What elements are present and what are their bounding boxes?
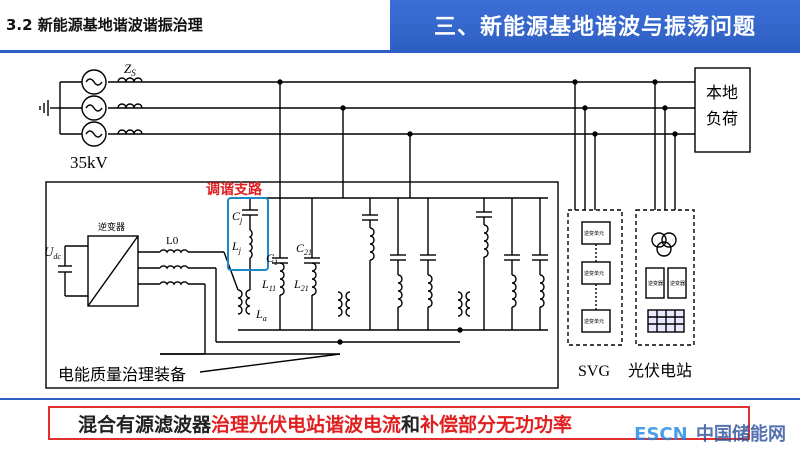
tuning-branch-label: 调谐支路 xyxy=(206,181,263,198)
pv-inverter-2 xyxy=(667,267,687,299)
zs-coil-b xyxy=(117,103,143,109)
header-divider xyxy=(0,50,800,53)
caption-box: 混合有源滤波器 治理光伏电站谐波电流 和 补偿部分无功功率 xyxy=(48,406,750,440)
c1-label: C1 xyxy=(266,251,278,267)
zs-coil-a xyxy=(117,77,143,83)
source-phase-a-icon xyxy=(81,69,107,95)
pv-inverter-1-label: 逆变器 xyxy=(648,280,663,287)
source-phase-c-icon xyxy=(81,121,107,147)
voltage-label: 35kV xyxy=(70,153,109,172)
local-load-label-2: 负荷 xyxy=(706,109,738,128)
watermark: ESCN 中国储能网 xyxy=(634,420,786,446)
local-load-label-1: 本地 xyxy=(706,83,738,102)
filter-branch-4 xyxy=(390,198,406,330)
watermark-logo: ESCN xyxy=(634,424,688,445)
svg-unit-3-label: 逆变单元 xyxy=(584,318,604,325)
zs-label: ZS xyxy=(124,61,136,78)
filter-branch-8 xyxy=(532,198,548,330)
device-label: 电能质量治理装备 xyxy=(58,365,186,384)
inverter-label: 逆变器 xyxy=(98,221,125,233)
pv-panel-icon xyxy=(647,309,685,333)
circuit-diagram: ZS 35kV Udc L0 Cj Lj C1 C21 L11 L21 La S… xyxy=(39,61,751,389)
filter-branch-6 xyxy=(476,198,492,330)
l11-label: L11 xyxy=(261,277,276,293)
tuning-branch-highlight xyxy=(227,197,269,271)
power-quality-device-box xyxy=(45,181,559,389)
filter-branch-7 xyxy=(504,198,520,330)
filter-branch-3 xyxy=(362,198,378,330)
l0-inductor-c xyxy=(159,281,189,286)
lj-label: Lj xyxy=(231,239,242,255)
zs-coil-c xyxy=(117,129,143,135)
svg-unit-2-label: 逆变单元 xyxy=(584,270,604,277)
c21-label: C21 xyxy=(296,241,312,257)
la-label: La xyxy=(255,307,267,323)
filter-branch-5 xyxy=(420,198,436,330)
filter-branch-1 xyxy=(272,198,288,330)
svg-device-box xyxy=(567,209,623,346)
l0-inductor-b xyxy=(159,265,189,270)
svg-unit-1-label: 逆变单元 xyxy=(584,230,604,237)
pv-transformer-icon xyxy=(651,232,667,248)
tuning-branch xyxy=(242,205,258,290)
source-phase-b-icon xyxy=(81,95,107,121)
transformer-row xyxy=(237,289,471,317)
pv-inverter-1 xyxy=(645,267,665,299)
svg-label: SVG xyxy=(578,363,610,380)
udc-label: Udc xyxy=(44,244,61,261)
inverter-box xyxy=(87,235,139,307)
caption-part-3: 和 xyxy=(401,413,421,436)
l0-label: L0 xyxy=(166,235,179,247)
pv-inverter-2-label: 逆变器 xyxy=(670,280,685,287)
l0-inductor-a xyxy=(159,249,189,254)
section-title: 3.2 新能源基地谐波谐振治理 xyxy=(6,16,203,34)
caption-part-1: 混合有源滤波器 xyxy=(78,413,212,436)
caption-divider xyxy=(0,398,800,400)
caption-part-2: 治理光伏电站谐波电流 xyxy=(211,413,402,436)
pv-label: 光伏电站 xyxy=(628,361,692,380)
filter-branch-2 xyxy=(304,198,320,330)
banner-title: 三、新能源基地谐波与振荡问题 xyxy=(390,0,800,50)
l21-label: L21 xyxy=(293,277,309,293)
local-load-box xyxy=(694,67,751,153)
watermark-text: 中国储能网 xyxy=(696,424,786,445)
cj-label: Cj xyxy=(232,209,243,225)
caption-part-4: 补偿部分无功功率 xyxy=(420,413,573,436)
